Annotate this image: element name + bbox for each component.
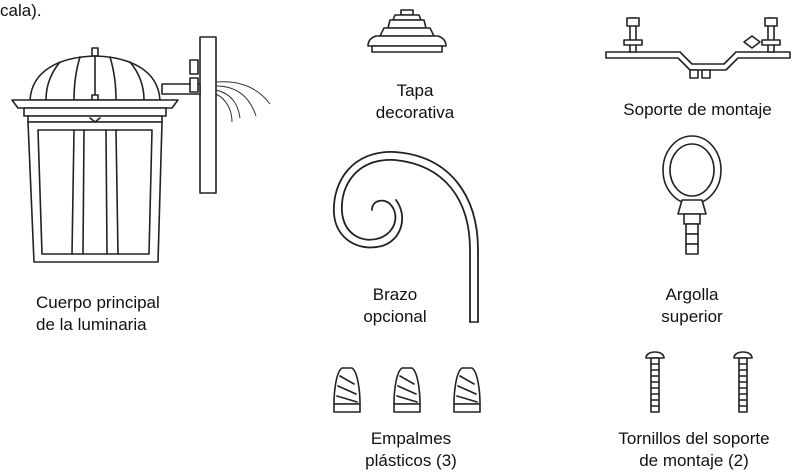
- bracket-screw-2: [733, 351, 753, 413]
- wire-connector-3: [453, 367, 481, 413]
- luminaire-body-illustration: [11, 36, 271, 263]
- label-bracket-screws: Tornillos del soporte de montaje (2): [618, 429, 770, 470]
- label-decorative-cap: Tapa decorativa: [375, 81, 455, 122]
- label-top-ring: Argolla superior: [661, 285, 723, 326]
- wire-connector-1: [333, 367, 361, 413]
- decorative-cap-illustration: [367, 9, 447, 53]
- top-ring-illustration: [662, 135, 722, 255]
- label-main-body: Cuerpo principal de la luminaria: [36, 293, 160, 334]
- caption-fragment: cala).: [0, 1, 42, 20]
- label-mounting-bracket: Soporte de montaje: [623, 100, 772, 119]
- wire-connector-2: [393, 367, 421, 413]
- optional-arm-illustration: [333, 151, 479, 323]
- mounting-bracket-illustration: [605, 17, 791, 79]
- label-wire-connectors: Empalmes plásticos (3): [365, 429, 457, 470]
- label-optional-arm: Brazo opcional: [363, 285, 427, 326]
- bracket-screw-1: [645, 351, 665, 413]
